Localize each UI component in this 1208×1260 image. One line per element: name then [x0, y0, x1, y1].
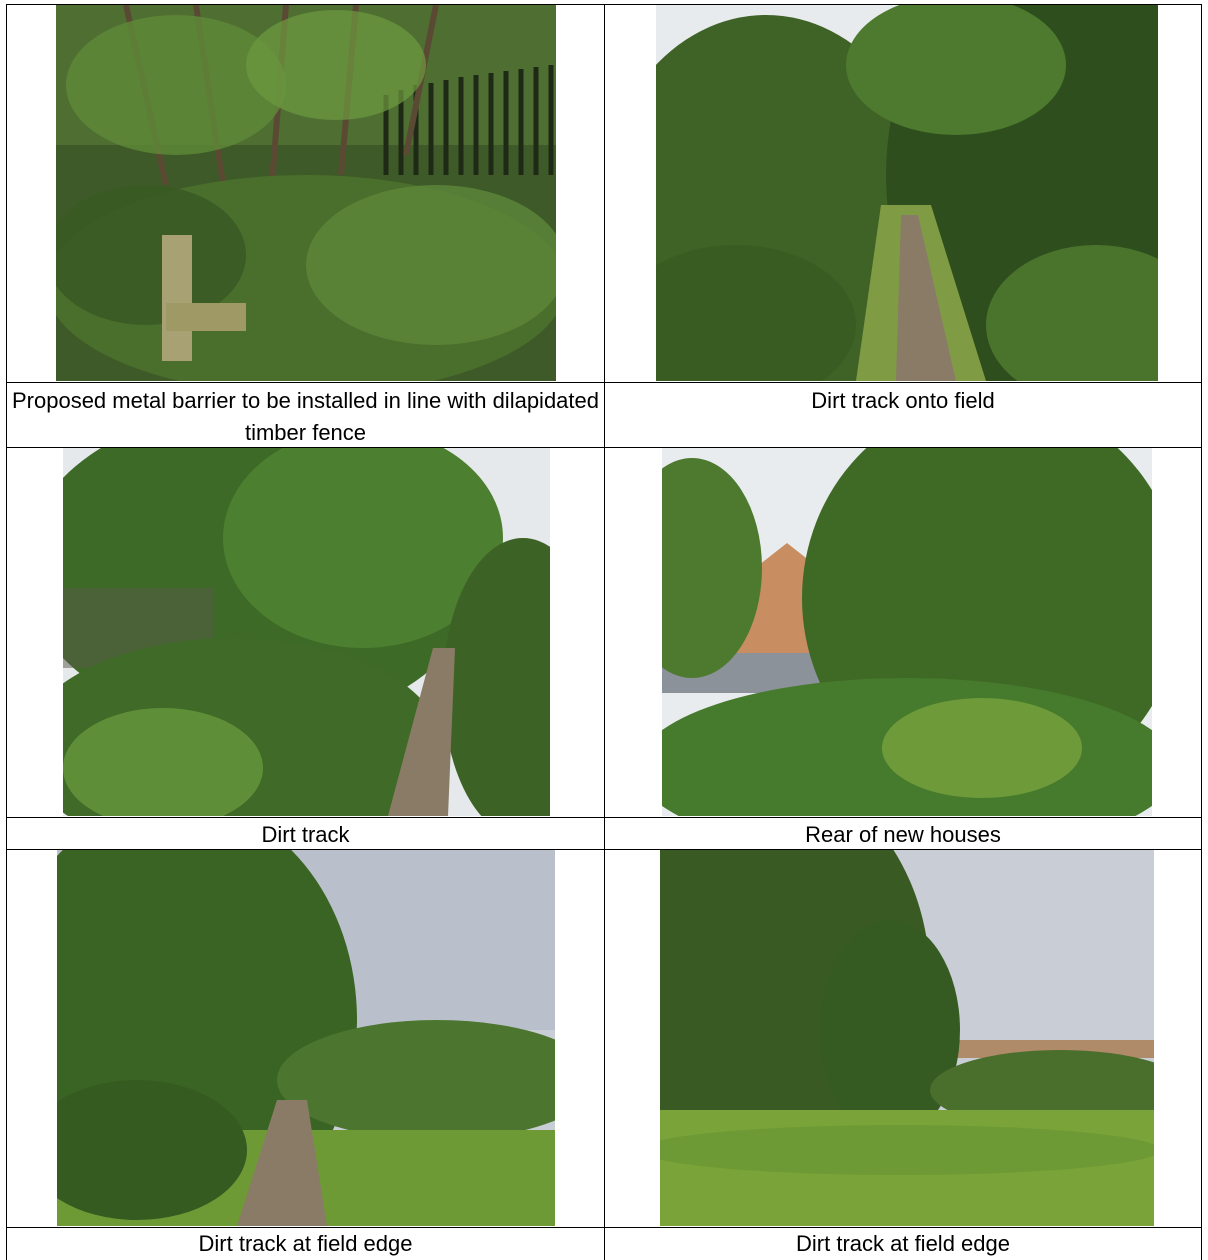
photo-caption: Proposed metal barrier to be installed i… — [7, 385, 604, 449]
caption-text: Proposed metal barrier to be installed i… — [11, 388, 599, 445]
caption-text: Dirt track at field edge — [198, 1231, 413, 1256]
photo-table: Proposed metal barrier to be installed i… — [6, 4, 1202, 1260]
caption-text: Dirt track — [261, 822, 350, 847]
photo-barrier-hedge — [56, 5, 556, 381]
photo-track-onto-field — [656, 5, 1158, 381]
photo-field-edge-right — [660, 850, 1154, 1226]
caption-text: Rear of new houses — [805, 822, 1001, 847]
photo-dirt-track — [63, 448, 550, 816]
table-border-left — [6, 4, 7, 1260]
photo-rear-houses — [662, 448, 1152, 816]
photo-field-edge-left — [57, 850, 555, 1226]
photo-caption: Dirt track onto field — [605, 385, 1201, 417]
caption-text: Dirt track onto field — [811, 388, 995, 413]
photo-caption: Rear of new houses — [605, 819, 1201, 851]
table-column-divider — [604, 4, 605, 1260]
photo-caption: Dirt track — [7, 819, 604, 851]
photo-caption: Dirt track at field edge — [7, 1228, 604, 1260]
table-border-right — [1201, 4, 1202, 1260]
photo-caption: Dirt track at field edge — [605, 1228, 1201, 1260]
caption-text: Dirt track at field edge — [796, 1231, 1010, 1256]
